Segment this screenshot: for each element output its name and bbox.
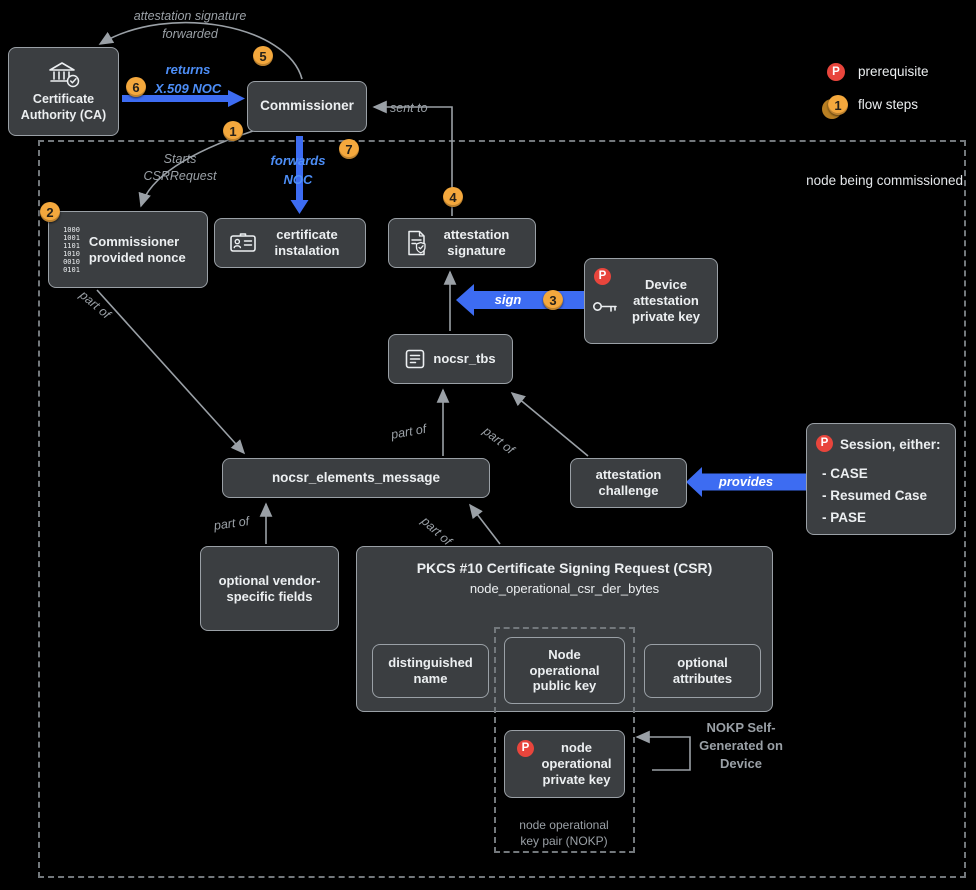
arrow-pkcs-part-of bbox=[469, 503, 501, 545]
arrow-sent-to bbox=[372, 100, 453, 216]
arrow-nokp-note bbox=[635, 730, 691, 771]
arrow-provides bbox=[686, 467, 806, 497]
document-shield-icon bbox=[407, 230, 426, 256]
prerequisite-badge: P bbox=[816, 435, 833, 452]
device-key-label: Device attestation private key bbox=[632, 277, 700, 324]
vendor-fields-node: optional vendor-specific fields bbox=[200, 546, 339, 631]
step-4-badge: 4 bbox=[443, 187, 463, 207]
key-icon bbox=[592, 301, 617, 312]
binary-nonce-icon: 1000 1001 1101 1010 0010 0101 bbox=[63, 225, 80, 274]
attestation-signature-node: attestation signature bbox=[388, 218, 536, 268]
commissioner-node: Commissioner bbox=[247, 81, 367, 132]
session-title: Session, either: bbox=[840, 437, 941, 452]
node-public-key-node: Node operational public key bbox=[504, 637, 625, 704]
nokp-note-label: NOKP Self-Generated on Device bbox=[699, 720, 783, 771]
prerequisite-legend-label: prerequisite bbox=[858, 64, 929, 79]
distinguished-name-node: distinguished name bbox=[372, 644, 489, 698]
document-lines-icon bbox=[406, 349, 425, 369]
node-commissioned-region bbox=[38, 140, 966, 878]
step-7-badge: 7 bbox=[339, 139, 359, 159]
attestation-forwarded-label: attestation signature forwarded bbox=[133, 9, 247, 41]
arrow-attestation-forwarded bbox=[98, 21, 303, 80]
attestation-challenge-label: attestation challenge bbox=[595, 467, 662, 498]
node-private-key-label: node operational private key bbox=[541, 740, 612, 787]
nonce-label: Commissioner provided nonce bbox=[88, 233, 186, 265]
commissioner-nonce-node: 1000 1001 1101 1010 0010 0101 Commission… bbox=[48, 211, 208, 288]
session-items: - CASE - Resumed Case - PASE bbox=[822, 466, 928, 525]
arrow-challenge-part-of bbox=[510, 391, 589, 457]
pkcs-subtitle: node_operational_csr_der_bytes bbox=[469, 581, 660, 597]
optional-attributes-node: optional attributes bbox=[644, 644, 761, 698]
node-commissioned-region-label: node being commissioned bbox=[806, 173, 963, 188]
step-6-badge: 6 bbox=[126, 77, 146, 97]
device-attestation-key-node: P Device attestation private key bbox=[584, 258, 718, 344]
bank-check-icon bbox=[48, 62, 79, 88]
ca-label: Certificate Authority (CA) bbox=[20, 92, 107, 122]
sent-to-label: sent to bbox=[390, 101, 428, 115]
node-public-key-label: Node operational public key bbox=[529, 646, 600, 694]
prerequisite-badge: P bbox=[517, 740, 534, 757]
nocsr-tbs-label: nocsr_tbs bbox=[433, 351, 496, 367]
flow-steps-legend-label: flow steps bbox=[858, 97, 919, 112]
node-private-key-node: P node operational private key bbox=[504, 730, 625, 798]
nocsr-tbs-node: nocsr_tbs bbox=[388, 334, 513, 384]
cert-install-label: certificate instalation bbox=[274, 227, 340, 258]
arrow-returns-noc bbox=[122, 90, 245, 107]
nocsr-elements-label: nocsr_elements_message bbox=[271, 469, 441, 485]
certificate-installation-node: certificate instalation bbox=[214, 218, 366, 268]
step-1-badge: 1 bbox=[223, 121, 243, 141]
step-2-badge: 2 bbox=[40, 202, 60, 222]
vendor-fields-label: optional vendor-specific fields bbox=[218, 572, 321, 604]
attestation-signature-label: attestation signature bbox=[443, 227, 510, 258]
arrow-nonce-part-of bbox=[96, 289, 246, 455]
step-3-badge: 3 bbox=[543, 290, 563, 310]
nocsr-elements-node: nocsr_elements_message bbox=[222, 458, 490, 498]
pkcs-title: PKCS #10 Certificate Signing Request (CS… bbox=[416, 560, 713, 576]
nokp-region bbox=[494, 627, 635, 853]
returns-noc-label: returns X.509 NOC bbox=[154, 62, 222, 96]
badge-icon bbox=[230, 233, 256, 252]
arrow-forwards-noc bbox=[290, 136, 309, 214]
step-5-badge: 5 bbox=[253, 46, 273, 66]
prerequisite-legend-badge: P bbox=[827, 63, 845, 81]
provides-label: provides bbox=[718, 474, 774, 489]
commissioner-label: Commissioner bbox=[260, 98, 354, 114]
session-node: P Session, either: - CASE - Resumed Case… bbox=[806, 423, 956, 535]
distinguished-name-label: distinguished name bbox=[388, 655, 473, 686]
nokp-region-label: node operational key pair (NOKP) bbox=[519, 818, 609, 848]
starts-csr-label: Starts CSRRequest bbox=[143, 152, 217, 183]
forwards-noc-label: forwards NOC bbox=[270, 153, 326, 187]
attestation-challenge-node: attestation challenge bbox=[570, 458, 687, 508]
certificate-authority-node: Certificate Authority (CA) bbox=[8, 47, 119, 136]
prerequisite-badge: P bbox=[594, 268, 611, 285]
flow-steps-legend-badge: 1 bbox=[828, 95, 848, 115]
sign-label: sign bbox=[494, 292, 522, 307]
optional-attributes-label: optional attributes bbox=[672, 655, 733, 686]
